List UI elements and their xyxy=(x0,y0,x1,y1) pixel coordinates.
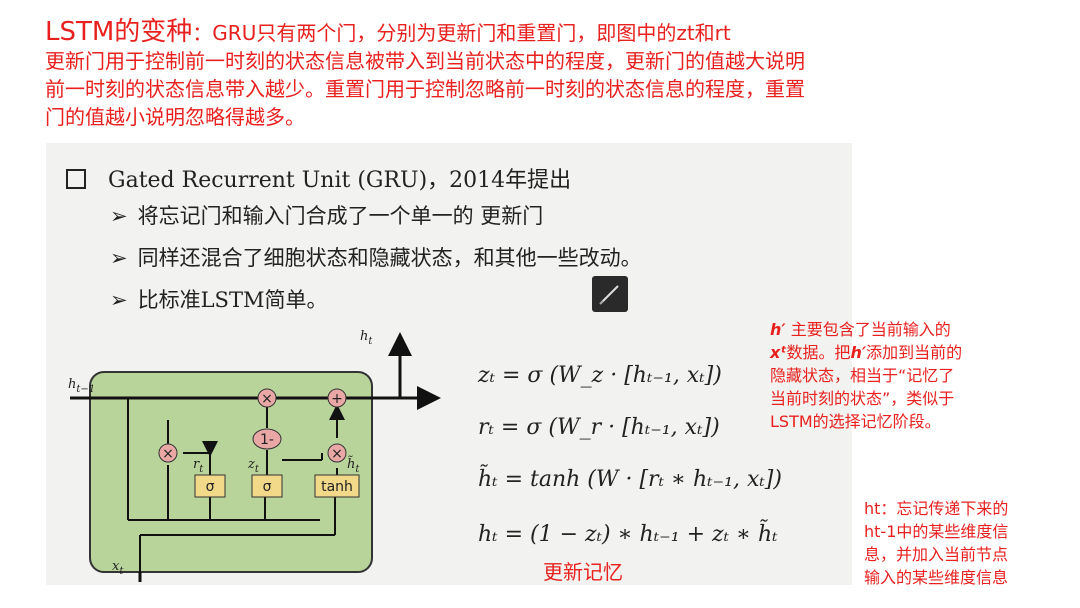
equation-h-tilde: h̃ₜ = tanh (W · [rₜ ∗ hₜ₋₁, xₜ]) xyxy=(478,467,782,492)
arrow-bullet-icon: ➢ xyxy=(110,288,128,312)
title-main: LSTM的变种 xyxy=(45,17,193,47)
equation-h: hₜ = (1 − zₜ) ∗ hₜ₋₁ + zₜ ∗ h̃ₜ xyxy=(478,522,778,547)
svg-text:×: × xyxy=(331,446,343,462)
svg-text:σ: σ xyxy=(263,479,272,495)
tanh-gate xyxy=(314,474,360,498)
bullet-item-3: ➢比标准LSTM简单。 xyxy=(110,288,328,312)
one-minus-op-icon xyxy=(252,428,282,450)
gru-cell-box xyxy=(89,371,373,573)
annotation-ht: ht：忘记传递下来的 ht-1中的某些维度信 息，并加入当前节点 输入的某些维度… xyxy=(864,499,1009,587)
svg-text:×: × xyxy=(162,446,174,462)
title-line-3: 前一时刻的状态信息带入越少。重置门用于控制忽略前一时刻的状态信息的程度，重置 xyxy=(45,77,805,101)
multiply-op-icon xyxy=(327,443,347,463)
svg-text:1-: 1- xyxy=(260,432,274,448)
z-label: zt xyxy=(247,457,260,475)
equation-r: rₜ = σ (W_r · [hₜ₋₁, xₜ]) xyxy=(478,415,720,440)
multiply-op-icon xyxy=(158,443,178,463)
gru-cell-diagram: × × + × 1- σ σ tanh ht−1 ht xt rt zt h̃t xyxy=(68,329,441,582)
bullet-item-1: ➢将忘记门和输入门合成了一个单一的 更新门 xyxy=(110,204,544,228)
gru-heading: Gated Recurrent Unit (GRU)，2014年提出 xyxy=(66,162,571,194)
equation-z: zₜ = σ (W_z · [hₜ₋₁, xₜ]) xyxy=(478,363,722,388)
svg-text:tanh: tanh xyxy=(321,479,353,495)
title-line-4: 门的值越小说明忽略得越多。 xyxy=(45,105,305,129)
sigma-gate-update xyxy=(251,474,283,498)
x-in-label: xt xyxy=(112,559,124,577)
h-prev-label: ht−1 xyxy=(68,377,95,395)
title-line-2: 更新门用于控制前一时刻的状态信息被带入到当前状态中的程度，更新门的值越大说明 xyxy=(45,49,805,73)
svg-text:σ: σ xyxy=(206,479,215,495)
update-memory-label: 更新记忆 xyxy=(543,560,623,584)
h-tilde-label: h̃t xyxy=(347,455,360,475)
pen-tool-icon[interactable] xyxy=(592,276,628,312)
svg-text:×: × xyxy=(261,391,273,407)
arrow-bullet-icon: ➢ xyxy=(110,204,128,228)
sigma-gate-reset xyxy=(194,474,226,498)
title-line-1: LSTM的变种：GRU只有两个门，分别为更新门和重置门，即图中的zt和rt xyxy=(45,18,1005,47)
svg-text:+: + xyxy=(331,391,343,407)
multiply-op-icon xyxy=(257,388,277,408)
arrow-bullet-icon: ➢ xyxy=(110,246,128,270)
annotation-h-prime: h′ 主要包含了当前输入的 xᵗ数据。把h′添加到当前的 隐藏状态，相当于“记忆… xyxy=(770,320,963,431)
square-bullet-icon xyxy=(66,169,86,189)
add-op-icon xyxy=(327,388,347,408)
h-out-label: ht xyxy=(360,329,373,347)
slide-title-block: LSTM的变种：GRU只有两个门，分别为更新门和重置门，即图中的zt和rt 更新… xyxy=(45,18,1005,131)
r-label: rt xyxy=(193,457,204,475)
title-subtitle: ：GRU只有两个门，分别为更新门和重置门，即图中的zt和rt xyxy=(192,21,731,45)
bullet-item-2: ➢同样还混合了细胞状态和隐藏状态，和其他一些改动。 xyxy=(110,246,642,270)
